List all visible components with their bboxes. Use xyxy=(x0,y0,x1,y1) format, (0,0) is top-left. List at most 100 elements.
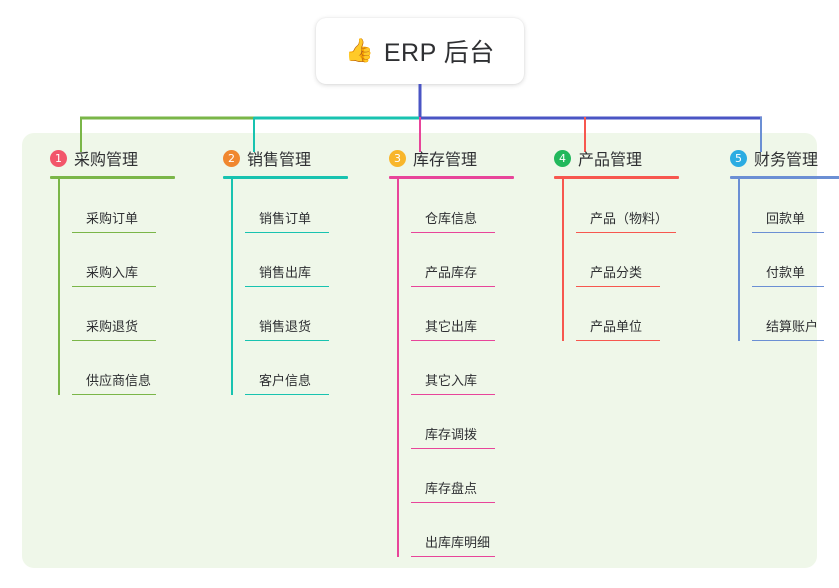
branch-badge-3: 3 xyxy=(389,149,406,167)
leaf-label: 产品单位 xyxy=(590,318,643,334)
leaf-label: 销售订单 xyxy=(259,210,312,226)
branch-spine xyxy=(58,179,60,395)
branch-header-finance[interactable]: 5 财务管理 xyxy=(716,146,839,170)
branch-title-inventory: 库存管理 xyxy=(413,152,478,169)
branch-column-product: 4 产品管理 产品（物料） 产品分类 产品单位 xyxy=(540,146,705,341)
branch-items-finance: 回款单 付款单 结算账户 xyxy=(738,179,839,341)
leaf-node[interactable]: 销售退货 xyxy=(231,287,374,341)
branch-header-purchasing[interactable]: 1 采购管理 xyxy=(36,146,201,170)
leaf-rule xyxy=(245,285,329,287)
branch-spine xyxy=(562,179,564,341)
branch-column-inventory: 3 库存管理 仓库信息 产品库存 其它出库 其它入库 xyxy=(375,146,540,557)
leaf-node[interactable]: 结算账户 xyxy=(738,287,839,341)
branch-items-inventory: 仓库信息 产品库存 其它出库 其它入库 库存调拨 xyxy=(397,179,540,557)
leaf-rule xyxy=(411,285,495,287)
branch-column-sales: 2 销售管理 销售订单 销售出库 销售退货 客户信息 xyxy=(209,146,374,395)
branch-items-purchasing: 采购订单 采购入库 采购退货 供应商信息 xyxy=(58,179,201,395)
leaf-rule xyxy=(576,339,660,341)
branch-header-rule xyxy=(223,176,348,179)
leaf-node[interactable]: 采购入库 xyxy=(58,233,201,287)
leaf-rule xyxy=(245,393,329,395)
leaf-node[interactable]: 销售订单 xyxy=(231,179,374,233)
leaf-node[interactable]: 其它出库 xyxy=(397,287,540,341)
leaf-label: 产品（物料） xyxy=(590,210,669,226)
branch-badge-2: 2 xyxy=(223,149,240,167)
leaf-rule xyxy=(411,555,495,557)
leaf-rule xyxy=(411,447,495,449)
branch-title-sales: 销售管理 xyxy=(247,152,312,169)
leaf-label: 其它入库 xyxy=(425,372,478,388)
leaf-label: 其它出库 xyxy=(425,318,478,334)
root-node-label: ERP 后台 xyxy=(383,39,495,67)
branch-title-finance: 财务管理 xyxy=(754,152,819,169)
leaf-label: 产品库存 xyxy=(425,264,478,280)
leaf-node[interactable]: 产品单位 xyxy=(562,287,705,341)
branch-badge-5: 5 xyxy=(730,149,747,167)
branch-spine xyxy=(738,179,740,341)
leaf-node[interactable]: 供应商信息 xyxy=(58,341,201,395)
branch-column-finance: 5 财务管理 回款单 付款单 结算账户 xyxy=(716,146,839,341)
branch-header-rule xyxy=(730,176,839,179)
leaf-node[interactable]: 销售出库 xyxy=(231,233,374,287)
leaf-node[interactable]: 采购退货 xyxy=(58,287,201,341)
leaf-node[interactable]: 产品库存 xyxy=(397,233,540,287)
leaf-node[interactable]: 付款单 xyxy=(738,233,839,287)
branch-items-sales: 销售订单 销售出库 销售退货 客户信息 xyxy=(231,179,374,395)
leaf-rule xyxy=(72,285,156,287)
branch-spine xyxy=(231,179,233,395)
branch-header-product[interactable]: 4 产品管理 xyxy=(540,146,705,170)
leaf-node[interactable]: 产品（物料） xyxy=(562,179,705,233)
leaf-rule xyxy=(752,339,824,341)
leaf-label: 库存调拨 xyxy=(425,426,478,442)
branch-title-purchasing: 采购管理 xyxy=(74,152,139,169)
leaf-label: 回款单 xyxy=(766,210,806,226)
root-node-erp-backend[interactable]: 👍 ERP 后台 xyxy=(316,18,524,84)
leaf-label: 供应商信息 xyxy=(86,372,152,388)
leaf-rule xyxy=(411,231,495,233)
leaf-rule xyxy=(411,339,495,341)
leaf-rule xyxy=(752,231,824,233)
leaf-rule xyxy=(411,501,495,503)
leaf-label: 销售退货 xyxy=(259,318,312,334)
leaf-label: 采购退货 xyxy=(86,318,139,334)
leaf-label: 结算账户 xyxy=(766,318,819,334)
branch-header-rule xyxy=(50,176,175,179)
leaf-label: 采购入库 xyxy=(86,264,139,280)
leaf-label: 客户信息 xyxy=(259,372,312,388)
branch-badge-1: 1 xyxy=(50,149,67,167)
leaf-rule xyxy=(752,285,824,287)
branch-header-rule xyxy=(389,176,514,179)
leaf-rule xyxy=(72,231,156,233)
leaf-rule xyxy=(72,339,156,341)
branch-badge-4: 4 xyxy=(554,149,571,167)
branch-header-sales[interactable]: 2 销售管理 xyxy=(209,146,374,170)
leaf-label: 付款单 xyxy=(766,264,806,280)
leaf-node[interactable]: 回款单 xyxy=(738,179,839,233)
branch-column-purchasing: 1 采购管理 采购订单 采购入库 采购退货 供应商信 xyxy=(36,146,201,395)
branch-title-product: 产品管理 xyxy=(578,152,643,169)
leaf-node[interactable]: 仓库信息 xyxy=(397,179,540,233)
leaf-rule xyxy=(72,393,156,395)
leaf-node[interactable]: 出库库明细 xyxy=(397,503,540,557)
leaf-rule xyxy=(411,393,495,395)
branch-spine xyxy=(397,179,399,557)
branch-header-rule xyxy=(554,176,679,179)
thumbs-up-icon: 👍 xyxy=(345,37,374,64)
diagram-background-panel xyxy=(22,133,817,568)
leaf-node[interactable]: 产品分类 xyxy=(562,233,705,287)
leaf-label: 仓库信息 xyxy=(425,210,478,226)
leaf-label: 采购订单 xyxy=(86,210,139,226)
branch-items-product: 产品（物料） 产品分类 产品单位 xyxy=(562,179,705,341)
leaf-node[interactable]: 库存盘点 xyxy=(397,449,540,503)
leaf-rule xyxy=(576,285,660,287)
leaf-rule xyxy=(576,231,676,233)
leaf-rule xyxy=(245,231,329,233)
leaf-node[interactable]: 其它入库 xyxy=(397,341,540,395)
leaf-label: 库存盘点 xyxy=(425,480,478,496)
leaf-node[interactable]: 库存调拨 xyxy=(397,395,540,449)
leaf-node[interactable]: 采购订单 xyxy=(58,179,201,233)
branch-header-inventory[interactable]: 3 库存管理 xyxy=(375,146,540,170)
leaf-node[interactable]: 客户信息 xyxy=(231,341,374,395)
